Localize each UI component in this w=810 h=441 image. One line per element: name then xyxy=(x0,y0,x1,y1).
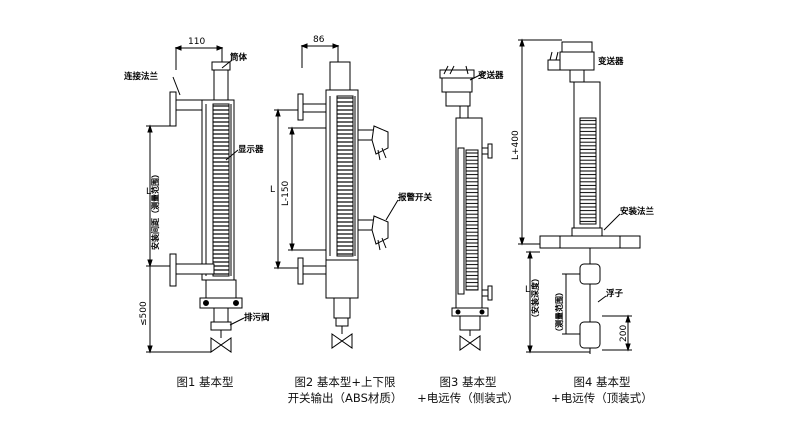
dim-200: 200 xyxy=(619,325,629,342)
caption-fig4-line2: +电远传（顶装式） xyxy=(551,391,653,405)
caption-fig2-line1: 图2 基本型+上下限 xyxy=(294,375,396,389)
label-transmitter-top: 变送器 xyxy=(598,56,624,67)
dim-install-depth: （安装深度） xyxy=(530,274,540,322)
dim-L-plus-400: L+400 xyxy=(511,130,521,160)
label-float: 浮子 xyxy=(606,288,624,299)
dim-spacing: 安装间距（测量范围） xyxy=(150,170,160,250)
caption-fig2-line2: 开关输出（ABS材质） xyxy=(287,391,403,405)
label-indicator: 显示器 xyxy=(238,145,264,155)
dim-L-fig4: L xyxy=(525,285,530,295)
figure-1 xyxy=(146,45,245,354)
dim-L-fig1: L xyxy=(146,187,151,197)
dim-le500: ≤500 xyxy=(139,301,149,326)
label-alarm-switch: 报警开关 xyxy=(398,192,433,203)
dim-L-150: L-150 xyxy=(281,180,291,206)
label-transmitter-side: 变送器 xyxy=(478,70,504,81)
caption-fig1: 图1 基本型 xyxy=(176,375,234,389)
label-tube: 筒体 xyxy=(230,52,248,63)
label-flange: 连接法兰 xyxy=(124,71,159,82)
dim-L-fig2: L xyxy=(270,185,275,195)
dim-measure-range: （测量范围） xyxy=(554,288,564,336)
label-mount-flange: 安装法兰 xyxy=(620,206,655,217)
dim-86: 86 xyxy=(313,35,325,45)
figure-3 xyxy=(439,65,493,351)
figure-4 xyxy=(518,38,641,354)
label-drain-valve: 排污阀 xyxy=(244,312,270,323)
figure-2 xyxy=(274,43,399,349)
caption-fig3-line1: 图3 基本型 xyxy=(439,375,497,389)
caption-fig3-line2: +电远传（侧装式） xyxy=(417,391,519,405)
dim-110: 110 xyxy=(188,37,205,47)
caption-fig4-line1: 图4 基本型 xyxy=(573,375,631,389)
